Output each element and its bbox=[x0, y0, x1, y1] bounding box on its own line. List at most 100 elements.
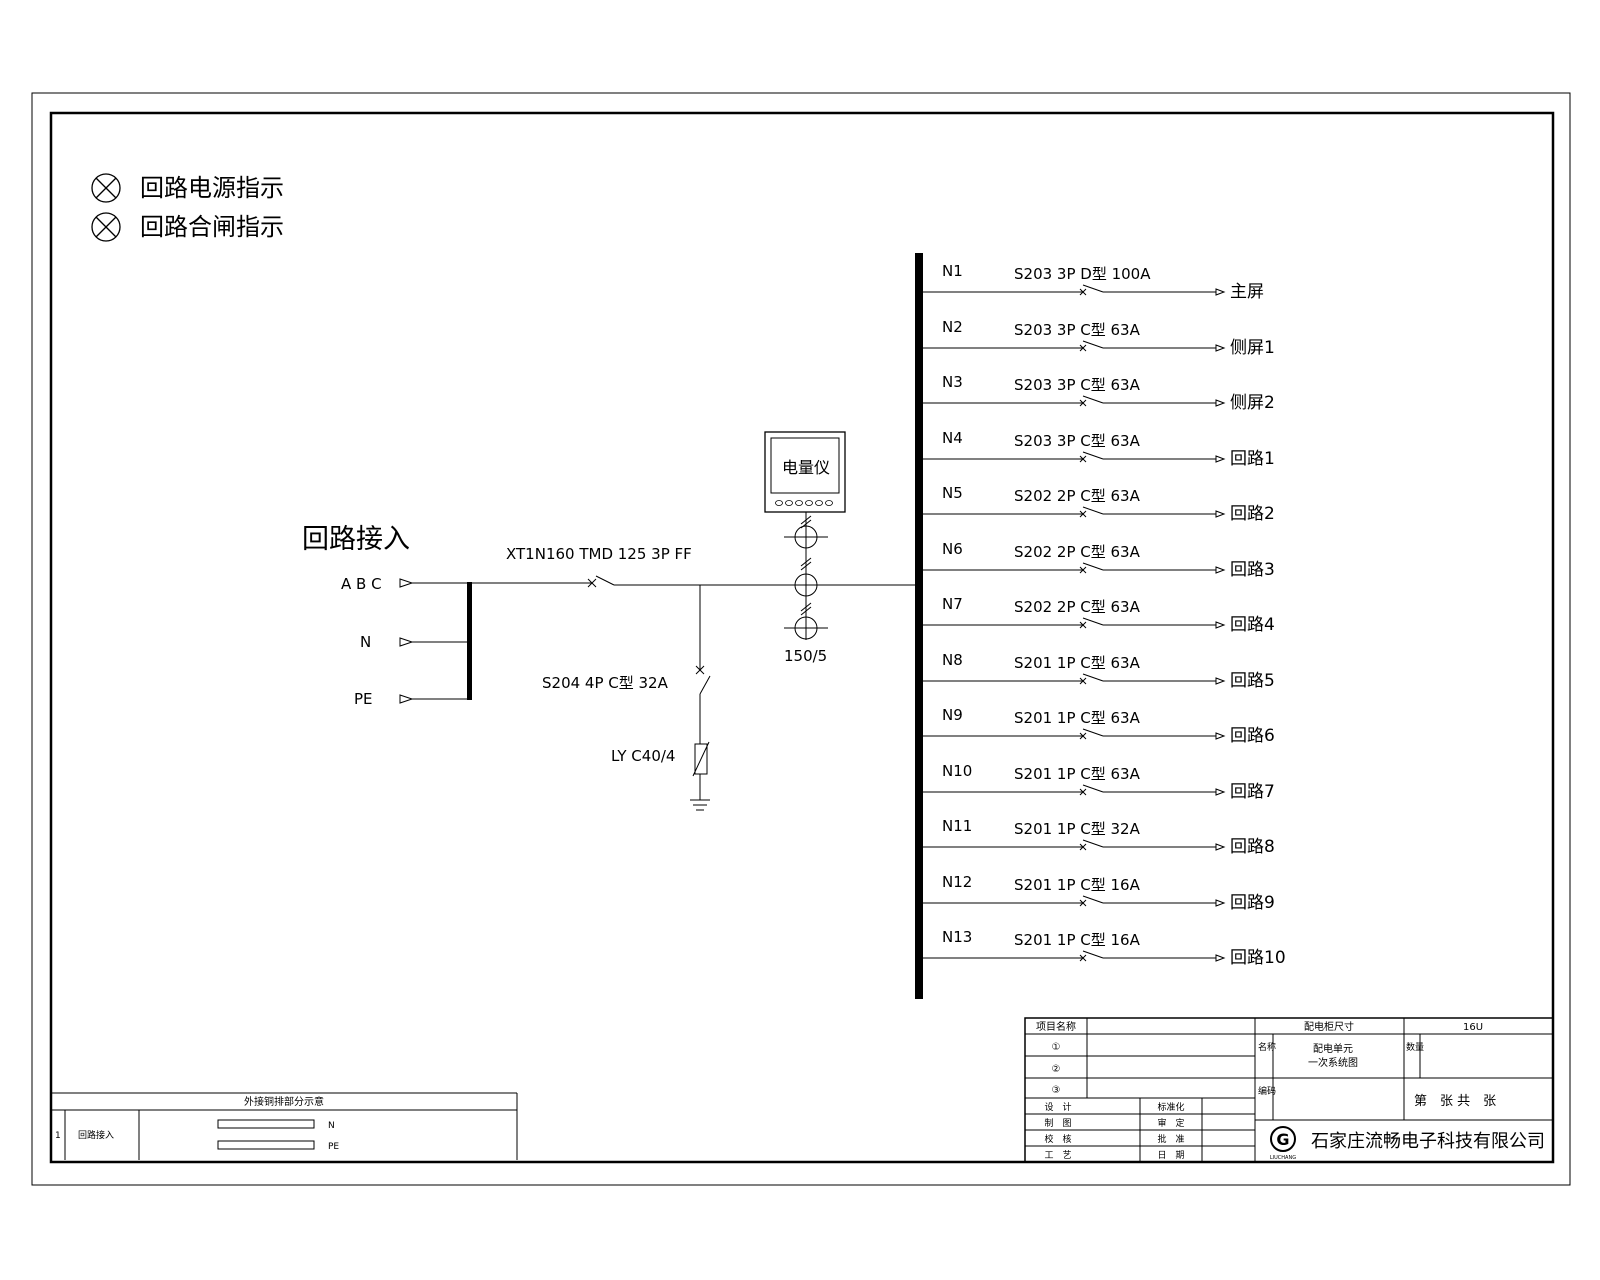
breaker-contact-mark bbox=[1079, 510, 1087, 518]
feeder-arrow bbox=[1215, 399, 1226, 407]
circuit-breaker-label: S202 2P C型 63A bbox=[1014, 543, 1141, 561]
svg-text:LIUCHANG: LIUCHANG bbox=[1270, 1155, 1296, 1161]
breaker-contact-mark bbox=[1079, 788, 1087, 796]
circuit-destination: 主屏 bbox=[1230, 282, 1264, 302]
breaker-contact-mark bbox=[1079, 344, 1087, 352]
role-design: 设 计 bbox=[1044, 1101, 1071, 1113]
input-busbar bbox=[467, 582, 472, 700]
breaker-blade bbox=[1082, 784, 1104, 793]
circuit-breaker-label: S201 1P C型 63A bbox=[1014, 654, 1141, 672]
role-process: 工 艺 bbox=[1044, 1150, 1071, 1161]
role-check: 校 核 bbox=[1044, 1133, 1071, 1145]
company-logo-icon: G LIUCHANG bbox=[1270, 1126, 1296, 1161]
circuit-destination: 回路6 bbox=[1230, 726, 1275, 746]
role-review: 审 定 bbox=[1157, 1117, 1184, 1129]
circuit-id: N6 bbox=[942, 540, 963, 558]
feeder-arrow bbox=[1215, 455, 1226, 463]
main-breaker-label: XT1N160 TMD 125 3P FF bbox=[506, 545, 692, 563]
spd-branch bbox=[690, 585, 711, 811]
circuit-breaker-label: S203 3P C型 63A bbox=[1014, 321, 1141, 339]
breaker-contact-mark bbox=[1079, 399, 1087, 407]
breaker-contact-mark bbox=[1079, 677, 1087, 685]
feeder-arrow bbox=[1215, 566, 1226, 574]
lamp-icon bbox=[91, 212, 121, 242]
circuit-destination: 回路2 bbox=[1230, 504, 1275, 524]
circuit-breaker-label: S201 1P C型 16A bbox=[1014, 931, 1141, 949]
circuit-id: N1 bbox=[942, 262, 963, 280]
circuit-id: N8 bbox=[942, 651, 963, 669]
circuit-destination: 回路1 bbox=[1230, 449, 1275, 469]
main-busbar bbox=[915, 253, 923, 999]
breaker-blade bbox=[1082, 728, 1104, 737]
circuit-destination: 回路4 bbox=[1230, 615, 1275, 635]
circuit-breaker-label: S203 3P D型 100A bbox=[1014, 265, 1151, 283]
drawing-name-line1: 配电单元 bbox=[1313, 1042, 1353, 1055]
circuit-id: N4 bbox=[942, 429, 963, 447]
legend-close-indicator: 回路合闸指示 bbox=[91, 212, 284, 242]
circuit-breaker-label: S201 1P C型 16A bbox=[1014, 876, 1141, 894]
feeder-arrow bbox=[1215, 732, 1226, 740]
role-date: 日 期 bbox=[1157, 1150, 1184, 1161]
spd-breaker-label: S204 4P C型 32A bbox=[542, 674, 669, 692]
feeder-circuit-n7: N7 S202 2P C型 63A 回路4 bbox=[923, 595, 1275, 635]
revision-mark-3: ③ bbox=[1052, 1085, 1061, 1096]
breaker-blade bbox=[1082, 395, 1104, 404]
circuit-id: N9 bbox=[942, 706, 963, 724]
circuit-breaker-label: S202 2P C型 63A bbox=[1014, 598, 1141, 616]
legend-power-indicator: 回路电源指示 bbox=[91, 173, 284, 203]
busbar-table bbox=[51, 1092, 518, 1160]
breaker-contact-mark bbox=[1079, 621, 1087, 629]
feeder-arrow bbox=[1215, 288, 1226, 296]
breaker-blade bbox=[1082, 340, 1104, 349]
phase-label-n: N bbox=[360, 633, 371, 651]
feeder-arrow bbox=[1215, 954, 1226, 962]
feeder-arrow bbox=[1215, 788, 1226, 796]
feeder-arrow bbox=[1215, 621, 1226, 629]
breaker-contact-mark bbox=[1079, 288, 1087, 296]
circuit-breaker-label: S202 2P C型 63A bbox=[1014, 487, 1141, 505]
role-standardization: 标准化 bbox=[1157, 1101, 1184, 1113]
breaker-blade bbox=[1082, 839, 1104, 848]
breaker-contact-mark bbox=[1079, 455, 1087, 463]
breaker-blade bbox=[1082, 562, 1104, 571]
circuit-breaker-label: S201 1P C型 63A bbox=[1014, 765, 1141, 783]
phase-label-abc: A B C bbox=[341, 575, 382, 593]
breaker-contact-mark bbox=[1079, 732, 1087, 740]
feeder-arrow bbox=[1215, 510, 1226, 518]
breaker-blade bbox=[1082, 617, 1104, 626]
main-line bbox=[472, 575, 918, 588]
title-block bbox=[1024, 1017, 1554, 1163]
feeder-arrow bbox=[1215, 677, 1226, 685]
feeder-circuit-n10: N10 S201 1P C型 63A 回路7 bbox=[923, 762, 1275, 802]
spd-label: LY C40/4 bbox=[611, 747, 675, 765]
busbar-row-no: 1 bbox=[55, 1131, 61, 1141]
company-name: 石家庄流畅电子科技有限公司 bbox=[1311, 1131, 1545, 1152]
legend-label: 回路电源指示 bbox=[140, 174, 284, 202]
lamp-icon bbox=[91, 173, 121, 203]
ct-ratio-label: 150/5 bbox=[784, 647, 827, 665]
breaker-blade bbox=[1082, 895, 1104, 904]
svg-text:G: G bbox=[1276, 1130, 1289, 1149]
breaker-contact-mark bbox=[1079, 566, 1087, 574]
revision-mark-2: ② bbox=[1052, 1064, 1061, 1075]
code-label: 编码 bbox=[1258, 1085, 1276, 1097]
circuit-id: N5 bbox=[942, 484, 963, 502]
circuit-destination: 回路7 bbox=[1230, 782, 1275, 802]
busbar-row-name: 回路接入 bbox=[78, 1129, 114, 1141]
breaker-contact-mark bbox=[1079, 899, 1087, 907]
role-approve: 批 准 bbox=[1157, 1133, 1184, 1145]
circuit-breaker-label: S203 3P C型 63A bbox=[1014, 432, 1141, 450]
circuit-id: N10 bbox=[942, 762, 972, 780]
legend-label: 回路合闸指示 bbox=[140, 213, 284, 241]
breaker-contact-mark bbox=[1079, 843, 1087, 851]
breaker-blade bbox=[1082, 506, 1104, 515]
circuit-breaker-label: S203 3P C型 63A bbox=[1014, 376, 1141, 394]
power-meter bbox=[764, 431, 846, 513]
inner-frame bbox=[49, 111, 1555, 1164]
feeder-circuit-n1: N1 S203 3P D型 100A 主屏 bbox=[923, 262, 1264, 302]
busbar-table-title: 外接铜排部分示意 bbox=[244, 1095, 324, 1108]
circuit-id: N7 bbox=[942, 595, 963, 613]
